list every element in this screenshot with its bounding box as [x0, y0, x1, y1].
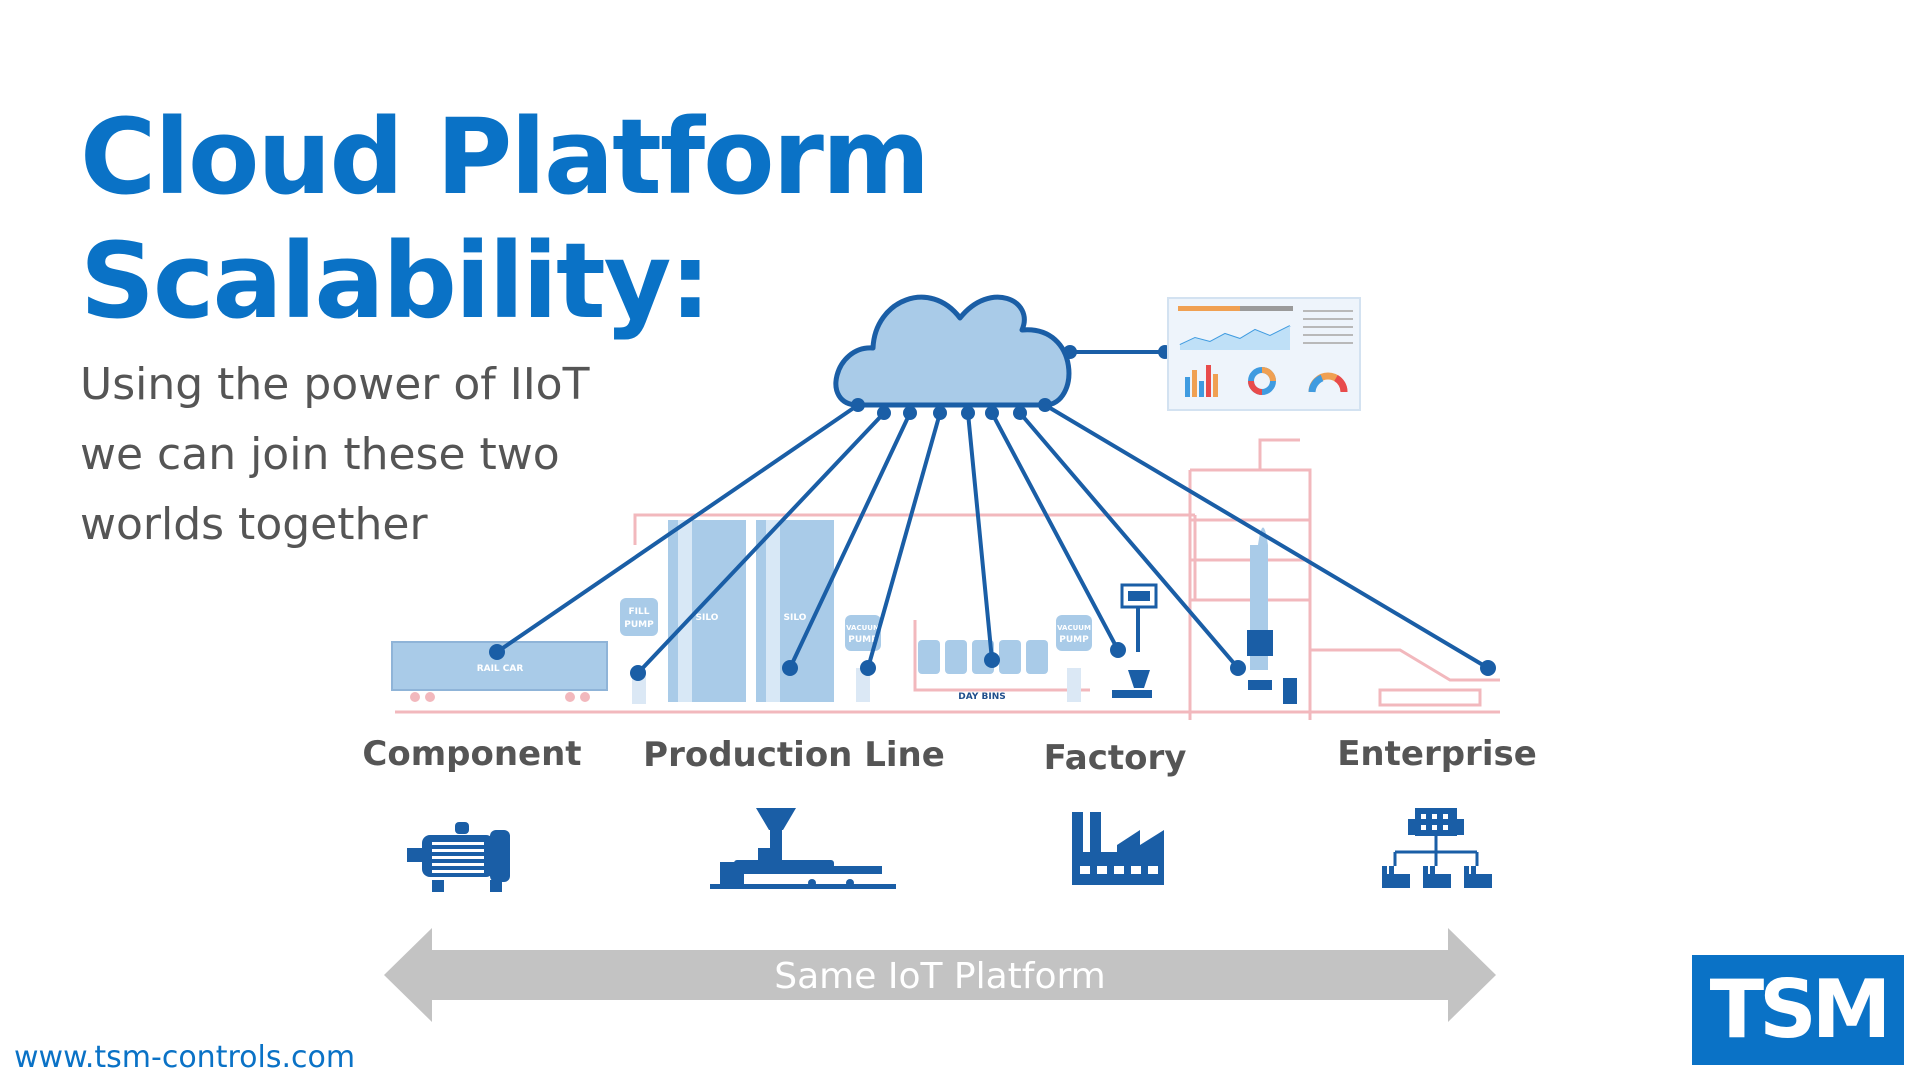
plant-piping-background	[395, 438, 1500, 720]
level-label-enterprise: Enterprise	[1337, 734, 1537, 774]
website-url[interactable]: www.tsm-controls.com	[14, 1040, 356, 1075]
fill-pump-label-2: PUMP	[624, 620, 654, 630]
control-panel	[1112, 583, 1158, 698]
rail-car-label: RAIL CAR	[477, 664, 524, 674]
title-line-1: Cloud Platform	[80, 96, 930, 218]
silo-2-label: SILO	[784, 613, 807, 623]
motor-icon	[407, 822, 510, 892]
connection-lines	[495, 350, 1490, 675]
fill-pump-label-1: FILL	[629, 607, 650, 617]
same-iot-platform-arrow: Same IoT Platform	[384, 928, 1496, 1022]
level-label-production-line: Production Line	[643, 735, 945, 775]
fill-pump: FILL PUMP	[620, 598, 658, 704]
tsm-logo: TSM	[1692, 955, 1904, 1065]
vacuum-pump-1-label-2: PUMP	[848, 635, 878, 645]
cloud-icon	[833, 294, 1072, 420]
title-line-2: Scalability:	[80, 220, 711, 342]
silos: SILO SILO	[668, 520, 834, 702]
factory-icon	[1072, 812, 1164, 885]
vacuum-pump-2-label-2: PUMP	[1059, 635, 1089, 645]
production-line-icon	[710, 808, 896, 889]
connection-nodes	[489, 345, 1496, 681]
subtitle-line-3: worlds together	[80, 499, 428, 550]
enterprise-icon	[1382, 808, 1492, 888]
level-label-factory: Factory	[1044, 738, 1187, 778]
dashboard-icon	[1167, 297, 1361, 411]
day-bins-label: DAY BINS	[958, 692, 1005, 702]
vacuum-pump-1: VACUUM PUMP	[845, 615, 881, 702]
page-subtitle: Using the power of IIoT we can join thes…	[80, 350, 589, 560]
subtitle-line-2: we can join these two	[80, 429, 560, 480]
vacuum-pump-2: VACUUM PUMP	[1056, 615, 1092, 702]
vacuum-pump-2-label-1: VACUUM	[1057, 624, 1091, 632]
process-column	[1247, 527, 1297, 704]
page-title: Cloud Platform Scalability:	[80, 95, 930, 343]
vacuum-pump-1-label-1: VACUUM	[846, 624, 880, 632]
arrow-label: Same IoT Platform	[774, 956, 1105, 997]
day-bins: DAY BINS	[918, 640, 1048, 702]
level-label-component: Component	[362, 734, 581, 774]
subtitle-line-1: Using the power of IIoT	[80, 359, 590, 410]
silo-1-label: SILO	[696, 613, 719, 623]
